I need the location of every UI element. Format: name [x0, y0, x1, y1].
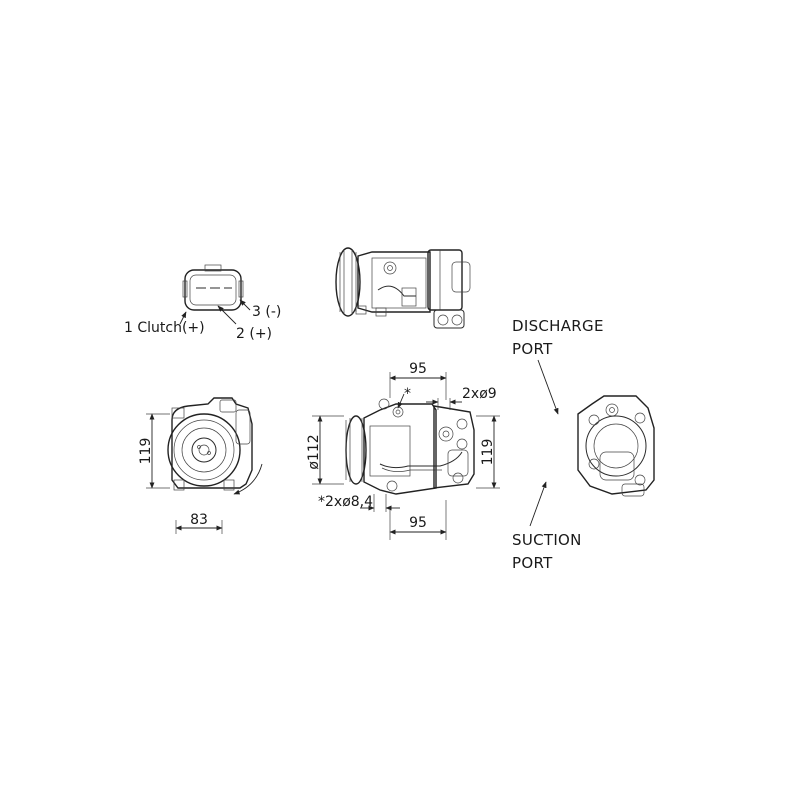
dim-pulley-diameter: ø112	[306, 434, 322, 469]
port-labels: DISCHARGE PORT SUCTION PORT	[512, 317, 604, 572]
discharge-port-label-line1: DISCHARGE	[512, 317, 604, 335]
connector-pin3-label: 3 (-)	[252, 304, 281, 320]
dim-width-bottom: 95	[409, 515, 427, 531]
dim-width-left: 83	[190, 512, 208, 528]
dim-holes-bottom: *2xø8,4	[318, 494, 373, 510]
dim-height-left: 119	[138, 438, 154, 465]
dim-height-middle: 119	[480, 439, 496, 466]
suction-port-label-line2: PORT	[512, 554, 553, 572]
compressor-rear-view	[529, 359, 655, 527]
dim-width-top: 95	[409, 361, 427, 377]
dim-holes-top: 2xø9	[462, 386, 497, 402]
discharge-port-label-line2: PORT	[512, 340, 553, 358]
connector-view: 1 Clutch(+) 2 (+) 3 (-)	[124, 264, 281, 342]
compressor-side-view: 95 * 2xø9 ø112 119 *2xø8,4 95	[306, 361, 500, 540]
compressor-top-view	[335, 247, 471, 329]
connector-pin2-label: 2 (+)	[236, 326, 272, 342]
compressor-front-view: 119 83	[138, 397, 263, 534]
suction-port-label-line1: SUCTION	[512, 531, 582, 549]
connector-pin1-label: 1 Clutch(+)	[124, 320, 205, 336]
asterisk-marker: *	[404, 386, 411, 402]
